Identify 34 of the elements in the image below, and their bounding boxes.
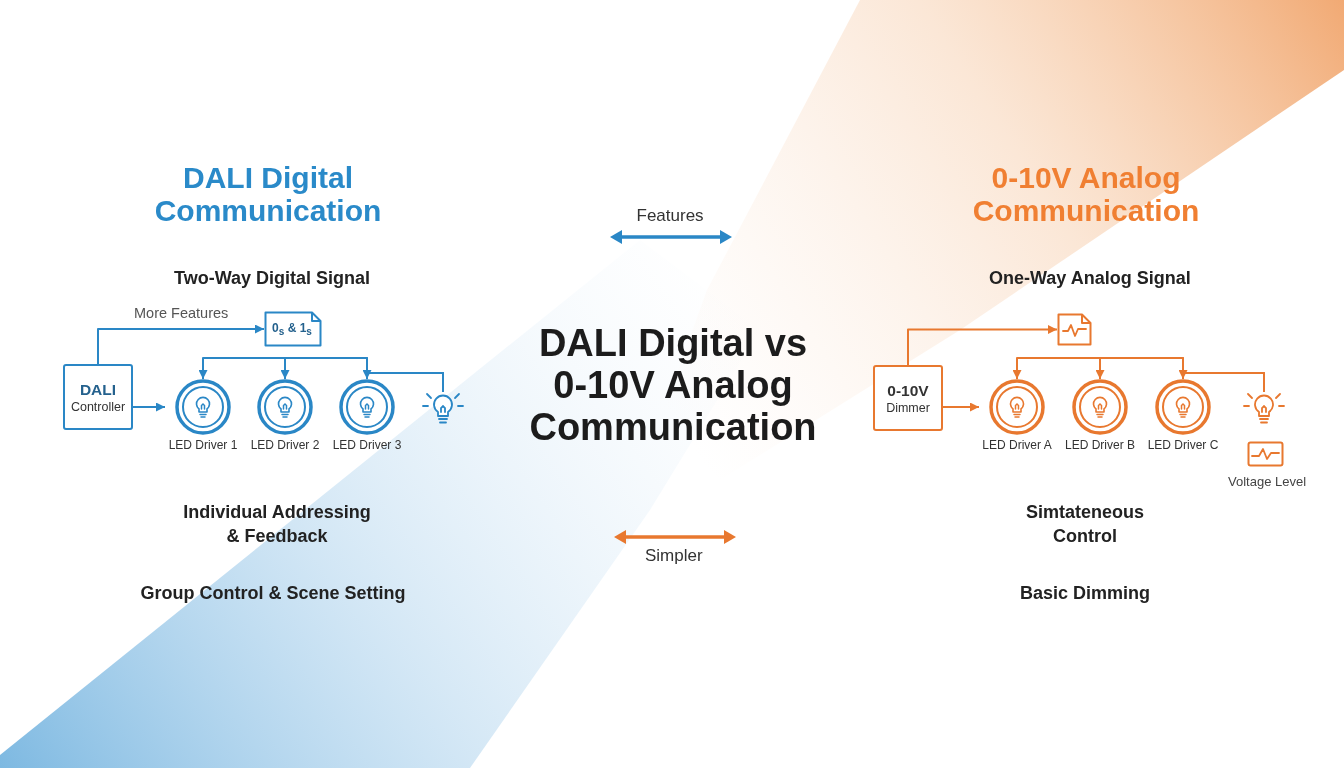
waveform-document-icon: [1057, 313, 1092, 346]
node-label: LED Driver 1: [167, 438, 239, 453]
feature-label: Individual Addressing & Feedback: [182, 501, 372, 548]
device-label: Dimmer: [886, 399, 930, 416]
feature-label: Simtateneous Control: [1025, 501, 1145, 548]
node-label: LED Driver C: [1146, 438, 1220, 453]
diagram-title: DALI Digital vs 0-10V Analog Communication: [528, 322, 818, 448]
node-label: LED Driver 3: [331, 438, 403, 453]
signal-heading: Two-Way Digital Signal: [174, 267, 370, 290]
feature-label: Basic Dimming: [1020, 582, 1151, 605]
icon-caption: Voltage Level: [1228, 474, 1307, 490]
node-label: LED Driver A: [981, 438, 1053, 453]
signal-heading: One-Way Analog Signal: [989, 267, 1191, 290]
device-label: Controller: [70, 398, 126, 415]
device-box: [873, 365, 943, 431]
connector-arrow: [1178, 370, 1265, 393]
comparison-label: Features: [636, 206, 704, 226]
connector-arrow: [362, 370, 444, 393]
device-box: [63, 364, 133, 430]
feature-label: Group Control & Scene Setting: [140, 582, 406, 605]
connector-arrow: [97, 324, 265, 365]
connector-arrow: [132, 402, 166, 412]
node-label: LED Driver 2: [249, 438, 321, 453]
section-heading: 0-10V Analog Communication: [971, 161, 1201, 227]
section-heading: DALI Digital Communication: [153, 161, 383, 227]
connector-arrow: [942, 402, 980, 412]
comparison-label: Simpler: [645, 546, 703, 566]
node-label: 0$_{s}$ & 1$_{s}$: [272, 321, 312, 340]
bulb-icon: [421, 392, 465, 425]
node-label: LED Driver B: [1064, 438, 1136, 453]
bulb-icon: [1242, 392, 1286, 425]
device-name: 0-10V: [887, 380, 929, 400]
connector-arrow: [907, 325, 1058, 366]
device-name: DALI: [79, 379, 117, 399]
